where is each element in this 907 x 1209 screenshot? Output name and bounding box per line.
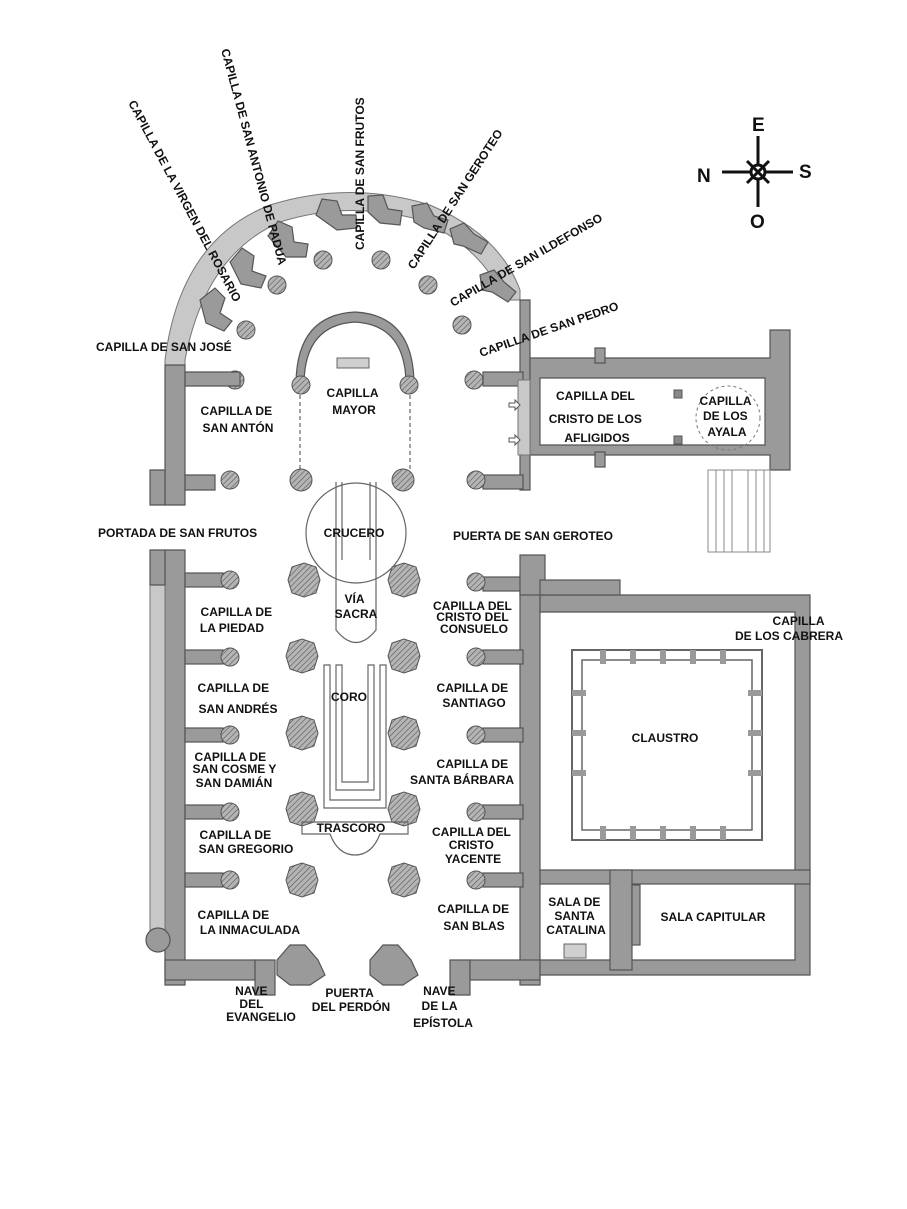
north-wall-lower [164,549,186,986]
coro-outline [323,664,387,809]
label-nave-epistola: NAVE DE LA EPÍSTOLA [413,984,473,1030]
crucero-circle [305,482,407,584]
label-capilla-san-anton: CAPILLA DE SAN ANTÓN [201,404,276,435]
label-capilla-cabrera: CAPILLA DE LOS CABRERA [735,614,843,643]
cloister-block [519,554,811,976]
label-puerta-perdon: PUERTA DEL PERDÓN [312,986,390,1014]
label-capilla-san-andres: CAPILLA DE SAN ANDRÉS [198,681,278,716]
nave-piers [285,468,421,898]
label-puerta-san-geroteo: PUERTA DE SAN GEROTEO [453,529,613,543]
afligidos-block [508,329,791,553]
south-nave-wall [519,574,541,986]
label-capilla-san-ildefonso: CAPILLA DE SAN ILDEFONSO [448,211,605,310]
label-capilla-piedad: CAPILLA DE LA PIEDAD [200,605,276,635]
compass-north: N [697,166,711,187]
label-capilla-santa-barbara: CAPILLA DE SANTA BÁRBARA [410,757,514,787]
south-chapel-dividers [482,371,524,888]
label-capilla-san-blas: CAPILLA DE SAN BLAS [438,902,513,933]
label-capilla-san-frutos: CAPILLA DE SAN FRUTOS [353,97,367,250]
plan-walls [145,192,811,996]
label-capilla-inmaculada: CAPILLA DE LA INMACULADA [198,908,301,937]
apse-chapel-buttresses [199,194,517,332]
compass-south: S [799,162,812,183]
label-capilla-santiago: CAPILLA DE SANTIAGO [437,681,512,710]
label-sala-capitular: SALA CAPITULAR [661,910,766,924]
compass-rose: E N S O [697,115,812,233]
label-capilla-virgen-rosario: CAPILLA DE LA VIRGEN DEL ROSARIO [125,98,244,304]
label-claustro: CLAUSTRO [632,731,699,745]
label-sala-santa-catalina: SALA DE SANTA CATALINA [546,895,606,937]
claustro-outer [571,649,763,841]
label-capilla-cristo-afligidos: CAPILLA DEL CRISTO DE LOS AFLIGIDOS [549,389,645,445]
label-nave-evangelio: NAVE DEL EVANGELIO [226,984,296,1024]
cloister-piers [572,650,762,840]
label-capilla-cristo-consuelo: CAPILLA DEL CRISTO DEL CONSUELO [433,599,515,636]
north-wall-columns [220,470,240,890]
label-capilla-cristo-yacente: CAPILLA DEL CRISTO YACENTE [432,825,514,866]
north-wall-upper [164,364,186,506]
label-capilla-ayala: CAPILLA DE LOS AYALA [700,394,755,439]
label-crucero: CRUCERO [324,526,385,540]
label-capilla-san-cosme: CAPILLA DE SAN COSME Y SAN DAMIÁN [193,750,280,790]
label-capilla-mayor: CAPILLA MAYOR [327,386,382,417]
claustro-inner [581,659,753,831]
stairs [707,469,771,553]
label-portada-san-frutos: PORTADA DE SAN FRUTOS [98,526,257,540]
compass-ring [749,163,767,181]
label-capilla-san-jose: CAPILLA DE SAN JOSÉ [96,339,232,354]
label-trascoro: TRASCORO [317,821,386,835]
via-sacra-outline [335,482,377,644]
compass-west: O [750,212,765,233]
capilla-ayala-circle [695,385,761,451]
trascoro-outline [301,821,409,856]
west-facade [254,944,541,996]
label-capilla-san-gregorio: CAPILLA DE SAN GREGORIO [199,828,294,856]
south-wall-columns [466,470,486,890]
label-via-sacra: VÍA SACRA [335,591,378,621]
label-coro: CORO [331,690,367,704]
compass-east: E [752,115,765,136]
